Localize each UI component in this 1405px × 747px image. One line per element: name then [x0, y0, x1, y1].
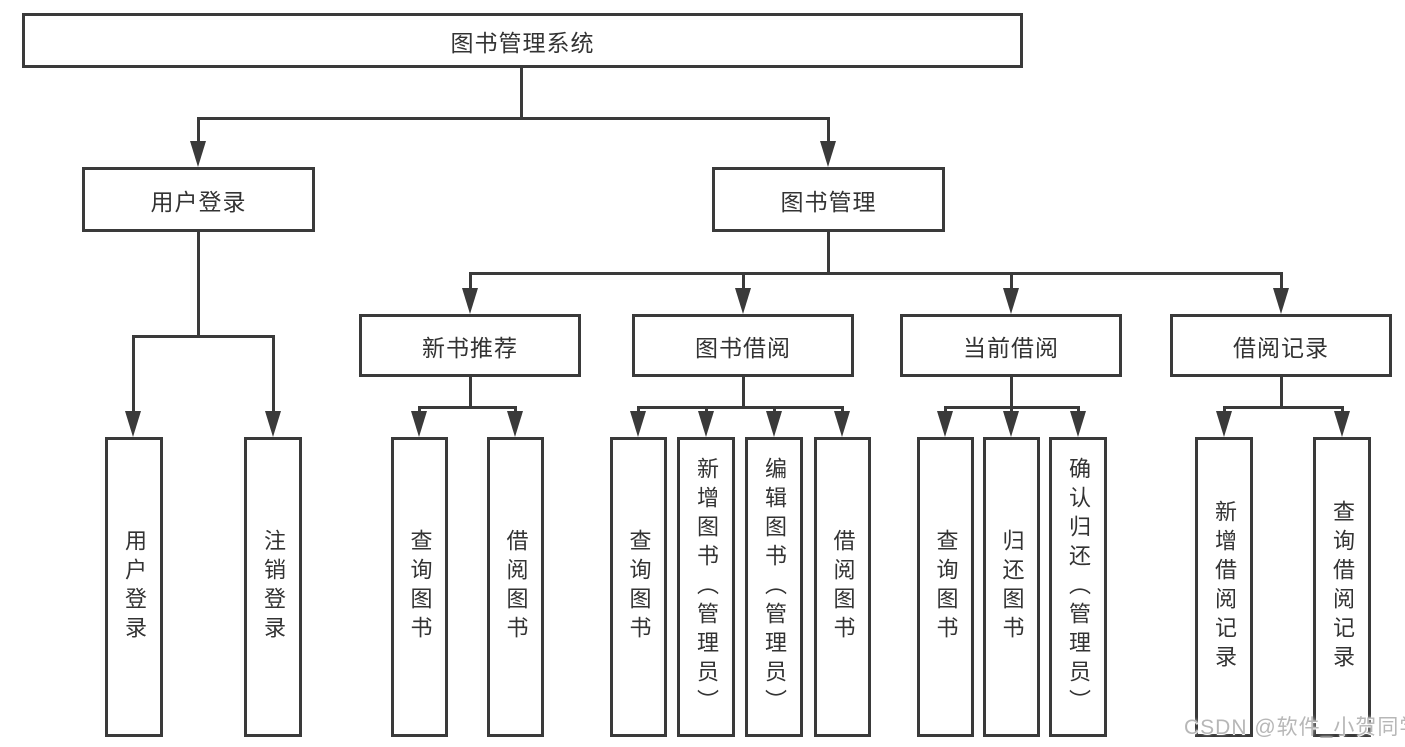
connector-records-branch	[1223, 406, 1343, 409]
csdn-watermark: CSDN @软件_小贺同学	[1184, 716, 1405, 739]
connector-bookborrow-stem	[742, 377, 745, 409]
arrow-add-record	[1216, 411, 1232, 437]
connector-root-branch	[197, 117, 830, 120]
connector-bookborrow-branch	[637, 406, 844, 409]
connector-shaft-user-login	[197, 117, 200, 145]
arrow-book-mgmt	[820, 141, 836, 167]
connector-shaft-b1	[514, 406, 517, 415]
connector-shaft-book-mgmt	[827, 117, 830, 145]
connector-shaft-book-borrow	[742, 272, 745, 292]
node-user-login: 用户登录	[82, 167, 315, 232]
leaf-add-books-admin: 新增图书（管理员）	[677, 437, 735, 737]
node-new-book-recommend: 新书推荐	[359, 314, 581, 377]
arrow-add-books	[698, 411, 714, 437]
node-borrow-records: 借阅记录	[1170, 314, 1392, 377]
node-book-management: 图书管理	[712, 167, 945, 232]
arrow-borrow-records	[1273, 288, 1289, 314]
connector-shaft-q1	[418, 406, 421, 415]
arrow-user-login	[190, 141, 206, 167]
connector-shaft-borrow-records	[1280, 272, 1283, 292]
leaf-confirm-return-admin: 确认归还（管理员）	[1049, 437, 1107, 737]
arrow-query-record	[1334, 411, 1350, 437]
leaf-logout: 注销登录	[244, 437, 302, 737]
connector-userlogin-stem	[197, 232, 200, 338]
leaf-edit-books-admin: 编辑图书（管理员）	[745, 437, 803, 737]
connector-shaft-addrec	[1223, 406, 1226, 415]
connector-shaft-current-borrow	[1010, 272, 1013, 292]
connector-shaft-edit	[773, 406, 776, 415]
connector-shaft-add	[705, 406, 708, 415]
arrow-query-books-2	[630, 411, 646, 437]
connector-root-stem	[520, 67, 523, 119]
arrow-book-borrow	[735, 288, 751, 314]
arrow-leaf-login	[125, 411, 141, 437]
arrow-edit-books	[766, 411, 782, 437]
connector-shaft-qrec	[1341, 406, 1344, 415]
leaf-borrow-books-recommend: 借阅图书	[487, 437, 544, 737]
connector-shaft-new-books	[469, 272, 472, 292]
arrow-leaf-logout	[265, 411, 281, 437]
connector-shaft-q3	[944, 406, 947, 415]
arrow-confirm-return	[1070, 411, 1086, 437]
leaf-query-books-borrow: 查询图书	[610, 437, 667, 737]
leaf-query-books-current: 查询图书	[917, 437, 974, 737]
node-book-borrow: 图书借阅	[632, 314, 854, 377]
leaf-query-books-recommend: 查询图书	[391, 437, 448, 737]
arrow-current-borrow	[1003, 288, 1019, 314]
connector-userlogin-branch	[132, 335, 275, 338]
connector-shaft-b2	[841, 406, 844, 415]
leaf-borrow-books: 借阅图书	[814, 437, 871, 737]
leaf-query-borrow-record: 查询借阅记录	[1313, 437, 1371, 737]
arrow-borrow-books-2	[834, 411, 850, 437]
leaf-user-login: 用户登录	[105, 437, 163, 737]
arrow-return-books	[1003, 411, 1019, 437]
arrow-borrow-books-1	[507, 411, 523, 437]
connector-shaft-return	[1010, 406, 1013, 415]
arrow-query-books-3	[937, 411, 953, 437]
node-current-borrow: 当前借阅	[900, 314, 1122, 377]
arrow-query-books-1	[411, 411, 427, 437]
arrow-new-books	[462, 288, 478, 314]
connector-bookmgmt-stem	[827, 232, 830, 275]
connector-records-stem	[1280, 377, 1283, 409]
connector-shaft-leaf-logout	[272, 335, 275, 415]
connector-currentborrow-stem	[1010, 377, 1013, 409]
leaf-add-borrow-record: 新增借阅记录	[1195, 437, 1253, 737]
connector-newbooks-branch	[418, 406, 517, 409]
connector-shaft-confirm	[1077, 406, 1080, 415]
leaf-return-books: 归还图书	[983, 437, 1040, 737]
connector-shaft-q2	[637, 406, 640, 415]
connector-bookmgmt-branch	[469, 272, 1283, 275]
connector-newbooks-stem	[469, 377, 472, 409]
node-root: 图书管理系统	[22, 13, 1023, 68]
connector-shaft-leaf-login	[132, 335, 135, 415]
